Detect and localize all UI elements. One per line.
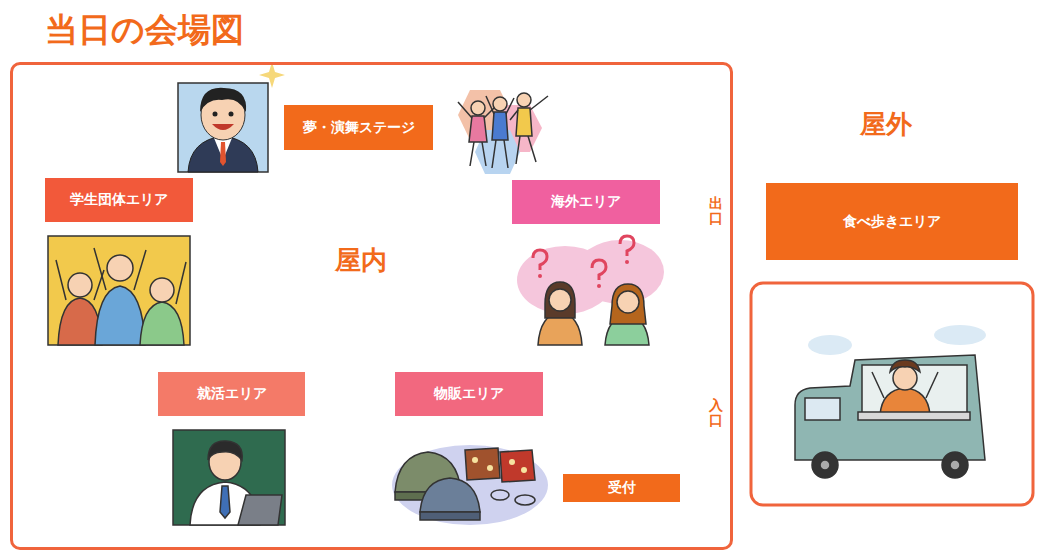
- area-name: 受付: [608, 479, 636, 497]
- zone-label: 屋外: [860, 107, 912, 142]
- area-box: 食べ歩きエリア: [766, 183, 1018, 260]
- area-box: 海外エリア: [512, 180, 660, 224]
- area-name: 海外エリア: [551, 193, 621, 211]
- area-box: 物販エリア: [395, 372, 543, 416]
- student-group-illustration: [48, 236, 190, 345]
- gate-label: 入口: [709, 398, 723, 429]
- area-box: 学生団体エリア: [45, 178, 193, 222]
- area-name: 食べ歩きエリア: [843, 213, 941, 231]
- area-heading: 屋内: [335, 243, 387, 278]
- area-name: 学生団体エリア: [70, 191, 168, 209]
- presenter-illustration: [178, 62, 285, 172]
- gate-label: 出口: [709, 196, 723, 227]
- area-name: 夢・演舞ステージ: [303, 119, 415, 137]
- dancers-illustration: [458, 90, 548, 174]
- job-hunting-illustration: [173, 430, 285, 525]
- goods-illustration: [392, 445, 548, 525]
- indoor-area: 屋内 夢・演舞ステージ学生団体エリア 海外エリア就活エリア 物販エリア受付: [10, 62, 733, 550]
- food-truck-illustration: [751, 283, 1033, 505]
- area-box: 夢・演舞ステージ: [284, 105, 433, 150]
- area-box: 就活エリア: [158, 372, 305, 416]
- area-name: 就活エリア: [197, 385, 267, 403]
- area-box: 受付: [563, 474, 680, 502]
- page-title: 当日の会場図: [45, 8, 244, 53]
- overseas-illustration: [517, 236, 664, 345]
- area-name: 物販エリア: [434, 385, 504, 403]
